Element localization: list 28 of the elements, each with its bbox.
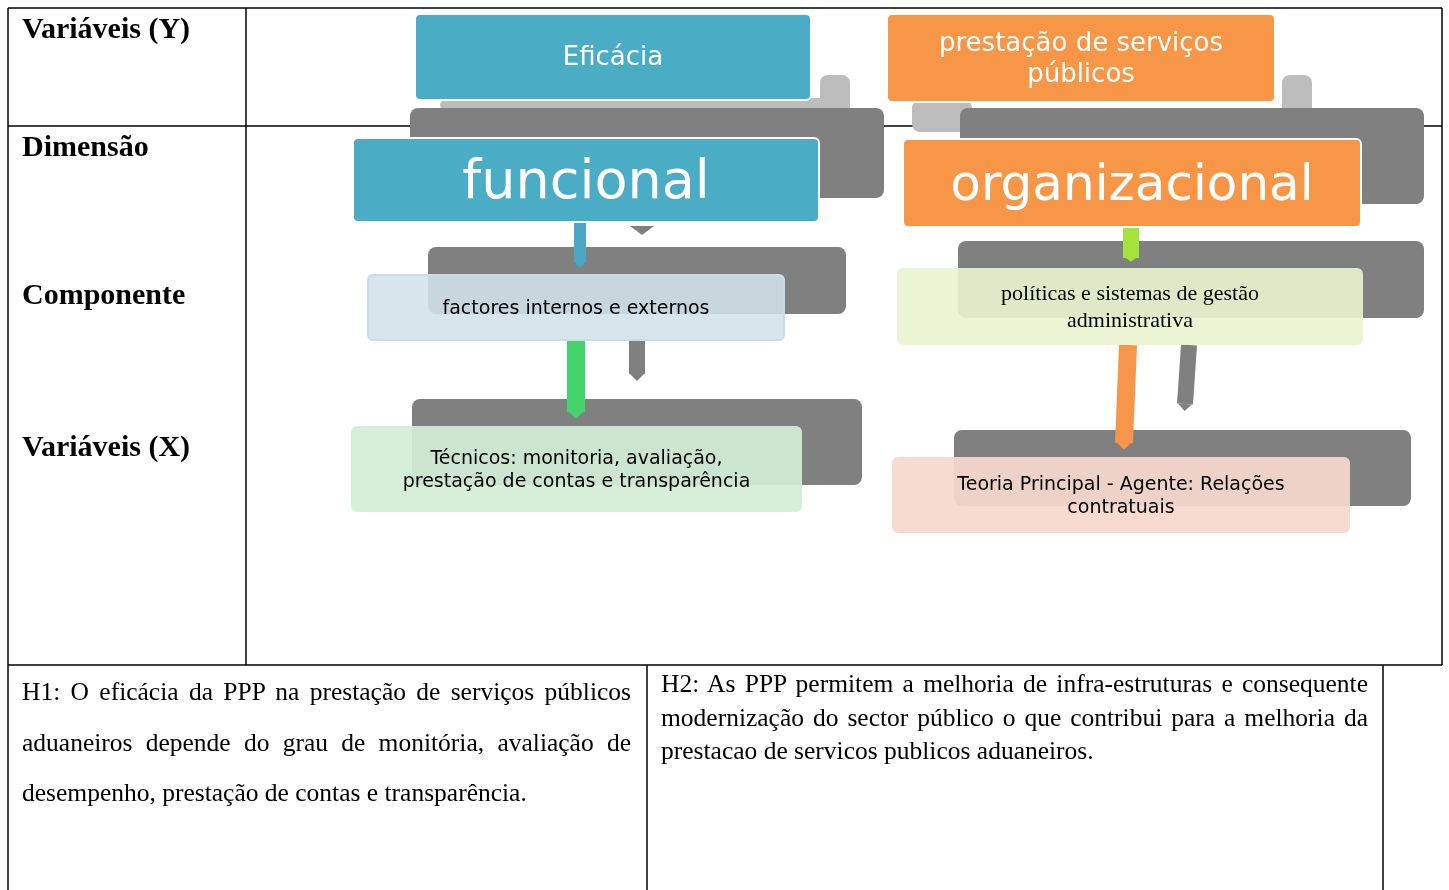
variable-box (351, 426, 802, 512)
arrow (1177, 344, 1197, 411)
row-header: Dimensão (22, 128, 150, 164)
arrow (1123, 228, 1139, 262)
arrow (629, 341, 645, 381)
arrow (1115, 344, 1137, 450)
category-box (902, 138, 1362, 228)
box-label: Eficácia (562, 41, 664, 73)
category-box (886, 13, 1276, 103)
arrow (574, 223, 586, 268)
hypothesis-text: H1: O eficácia da PPP na prestação de serviços públicos aduaneiros depende do grau de monitória, avaliação de desempenho, prestação de contas e transparência. (22, 676, 631, 809)
row-header: Componente (22, 276, 187, 312)
box-label: factores internos e externos (442, 296, 710, 319)
component-box (897, 268, 1363, 345)
component-box (367, 274, 785, 341)
hypothesis-text: H2: As PPP permitem a melhoria de infra-estruturas e consequente modernização do sector público o que contribui para a melhoria da prestacao de servicos publicos aduaneiros. (661, 668, 1368, 767)
row-header: Variáveis (X) (22, 428, 192, 464)
category-box (352, 137, 820, 223)
box-label: prestação de serviços públicos (937, 26, 1224, 90)
category-box (414, 13, 812, 101)
variable-box (892, 457, 1350, 533)
box-label: funcional (462, 147, 710, 213)
box-label: Técnicos: monitoria, avaliação, prestação de contas e transparência (401, 446, 752, 492)
box-label: organizacional (950, 153, 1314, 213)
arrow (567, 341, 585, 419)
row-header: Variáveis (Y) (22, 10, 192, 46)
box-label: políticas e sistemas de gestão administrativa (1000, 280, 1260, 333)
box-label: Teoria Principal - Agente: Relações contratuais (956, 472, 1286, 518)
